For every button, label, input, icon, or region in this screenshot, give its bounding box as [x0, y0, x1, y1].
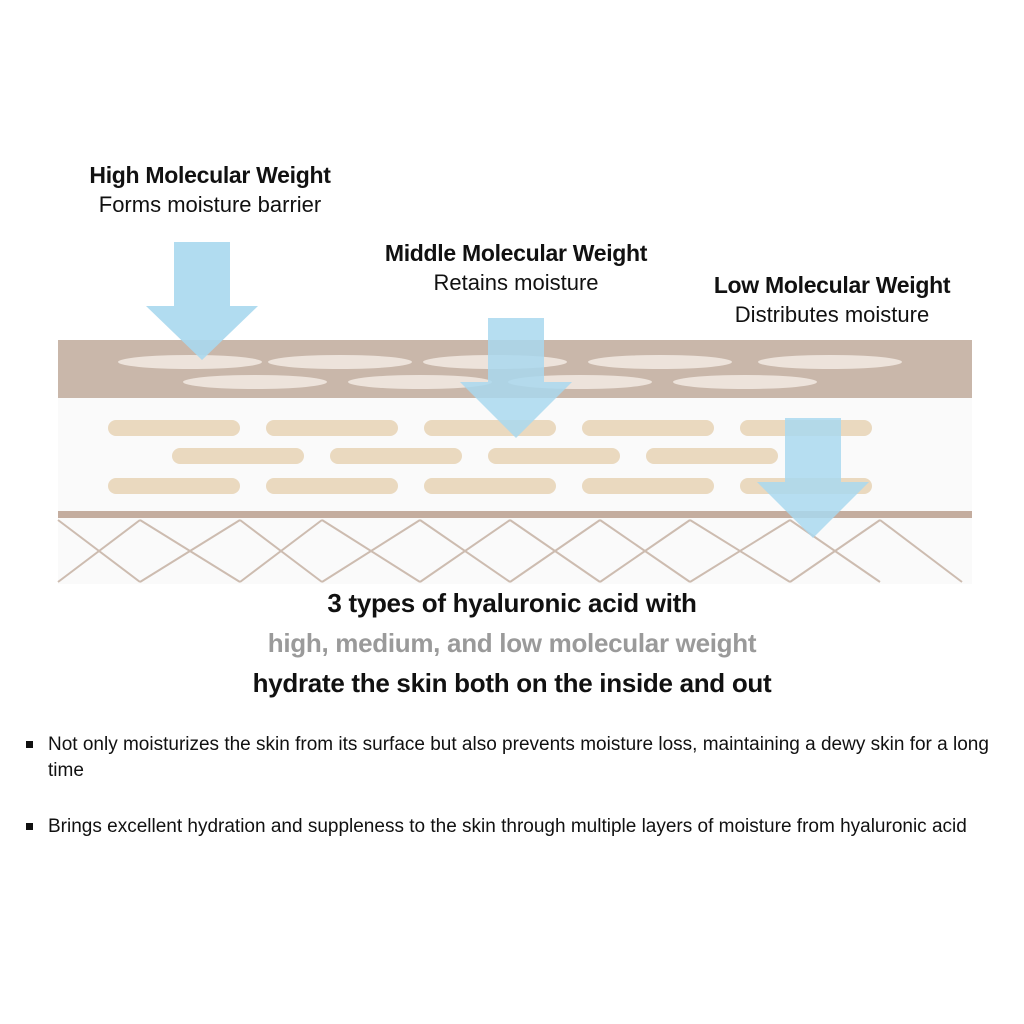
list-item: Not only moisturizes the skin from its s… [22, 732, 1012, 784]
top-cell [348, 375, 492, 389]
label-low-title: Low Molecular Weight [713, 272, 951, 298]
middle-cell [424, 420, 556, 436]
label-high-molecular-weight: High Molecular Weight Forms moisture bar… [60, 160, 360, 220]
label-middle-title: Middle Molecular Weight [384, 240, 648, 266]
middle-cell [582, 420, 714, 436]
middle-layer-cells [108, 420, 872, 494]
down-arrow-icon [146, 242, 258, 360]
headline-line-2: high, medium, and low molecular weight [267, 628, 757, 658]
middle-cell [172, 448, 304, 464]
top-cell [673, 375, 817, 389]
middle-cell [582, 478, 714, 494]
headline-line-3: hydrate the skin both on the inside and … [252, 668, 772, 698]
middle-cell [330, 448, 462, 464]
dermis-lattice [57, 519, 963, 583]
base-membrane-line [58, 511, 972, 518]
top-cell [588, 355, 732, 369]
middle-cell [424, 478, 556, 494]
middle-cell [646, 448, 778, 464]
benefit-text: Not only moisturizes the skin from its s… [48, 734, 989, 781]
skin-layers-diagram [57, 242, 972, 584]
middle-cell [266, 420, 398, 436]
label-high-title: High Molecular Weight [89, 162, 331, 188]
middle-cell [108, 478, 240, 494]
label-low-molecular-weight: Low Molecular Weight Distributes moistur… [690, 270, 974, 330]
top-cell [118, 355, 262, 369]
label-middle-subtitle: Retains moisture [433, 270, 599, 295]
benefit-list: Not only moisturizes the skin from its s… [22, 732, 1012, 870]
list-item: Brings excellent hydration and supplenes… [22, 814, 1012, 840]
middle-cell [108, 420, 240, 436]
headline-line-1: 3 types of hyaluronic acid with [327, 588, 697, 618]
label-middle-molecular-weight: Middle Molecular Weight Retains moisture [356, 238, 676, 298]
top-cell [758, 355, 902, 369]
square-bullet-icon [26, 823, 33, 830]
top-cell [268, 355, 412, 369]
top-cell [183, 375, 327, 389]
label-high-subtitle: Forms moisture barrier [98, 192, 322, 217]
square-bullet-icon [26, 741, 33, 748]
down-arrow-icon [460, 318, 572, 438]
label-low-subtitle: Distributes moisture [734, 302, 930, 327]
down-arrow-icon [757, 418, 869, 538]
middle-cell [488, 448, 620, 464]
benefit-text: Brings excellent hydration and supplenes… [48, 816, 967, 837]
middle-cell [266, 478, 398, 494]
